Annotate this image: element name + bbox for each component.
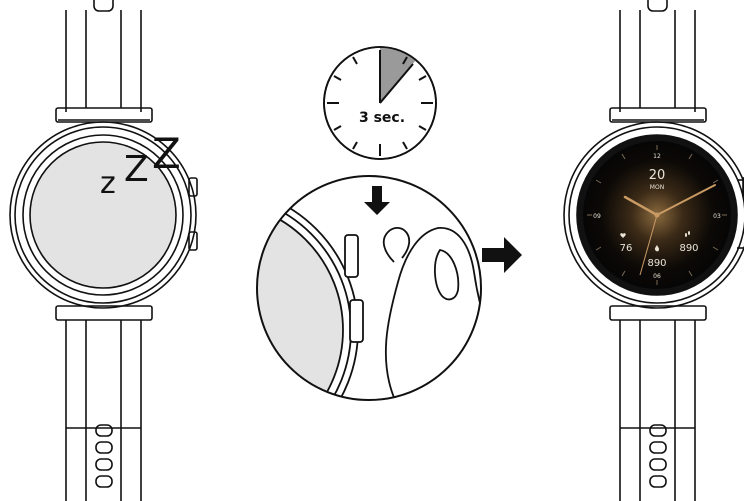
left-upper-strap bbox=[55, 0, 153, 123]
face-date-weekday: MON bbox=[650, 184, 664, 191]
face-mark-06: 06 bbox=[653, 273, 661, 280]
timer-label: 3 sec. bbox=[359, 110, 405, 126]
timer-elapsed-sector bbox=[380, 46, 416, 103]
zoom-side-button-upper bbox=[344, 234, 359, 278]
face-mark-12: 12 bbox=[653, 153, 661, 160]
arrow-down-icon bbox=[364, 186, 390, 215]
left-watch-screen-off bbox=[29, 141, 177, 289]
right-upper-strap bbox=[609, 0, 707, 123]
face-steps: 890 bbox=[679, 243, 698, 254]
face-hour-hand bbox=[623, 195, 659, 217]
face-heart-rate: 76 bbox=[620, 243, 633, 254]
zoom-side-button-lower bbox=[349, 299, 364, 343]
left-watch bbox=[9, 0, 198, 501]
sleep-z-medium: Z bbox=[124, 149, 149, 190]
steps-icon bbox=[685, 231, 690, 237]
left-lower-strap bbox=[55, 305, 153, 501]
sleep-indicator: z Z Z bbox=[100, 129, 181, 201]
flame-icon bbox=[654, 245, 659, 252]
face-mark-09: 09 bbox=[593, 213, 601, 220]
sleep-z-small: z bbox=[100, 166, 116, 201]
face-second-hand bbox=[639, 214, 658, 276]
timer-clock: 3 sec. bbox=[323, 46, 437, 160]
watch-face-on: 12 06 09 03 20 MON 76 890 890 bbox=[583, 141, 731, 289]
face-mark-03: 03 bbox=[713, 213, 721, 220]
heart-icon bbox=[620, 233, 626, 238]
face-tick-marks bbox=[587, 145, 727, 285]
face-calories: 890 bbox=[647, 258, 666, 269]
face-minute-hand bbox=[656, 184, 716, 216]
face-hub bbox=[654, 212, 660, 218]
timer-hand-angled bbox=[379, 63, 414, 104]
left-watch-case bbox=[9, 121, 198, 309]
face-date-day: 20 bbox=[649, 168, 666, 183]
sleep-z-large: Z bbox=[152, 129, 181, 178]
arrow-right-icon bbox=[482, 237, 522, 273]
right-lower-strap bbox=[609, 305, 707, 501]
